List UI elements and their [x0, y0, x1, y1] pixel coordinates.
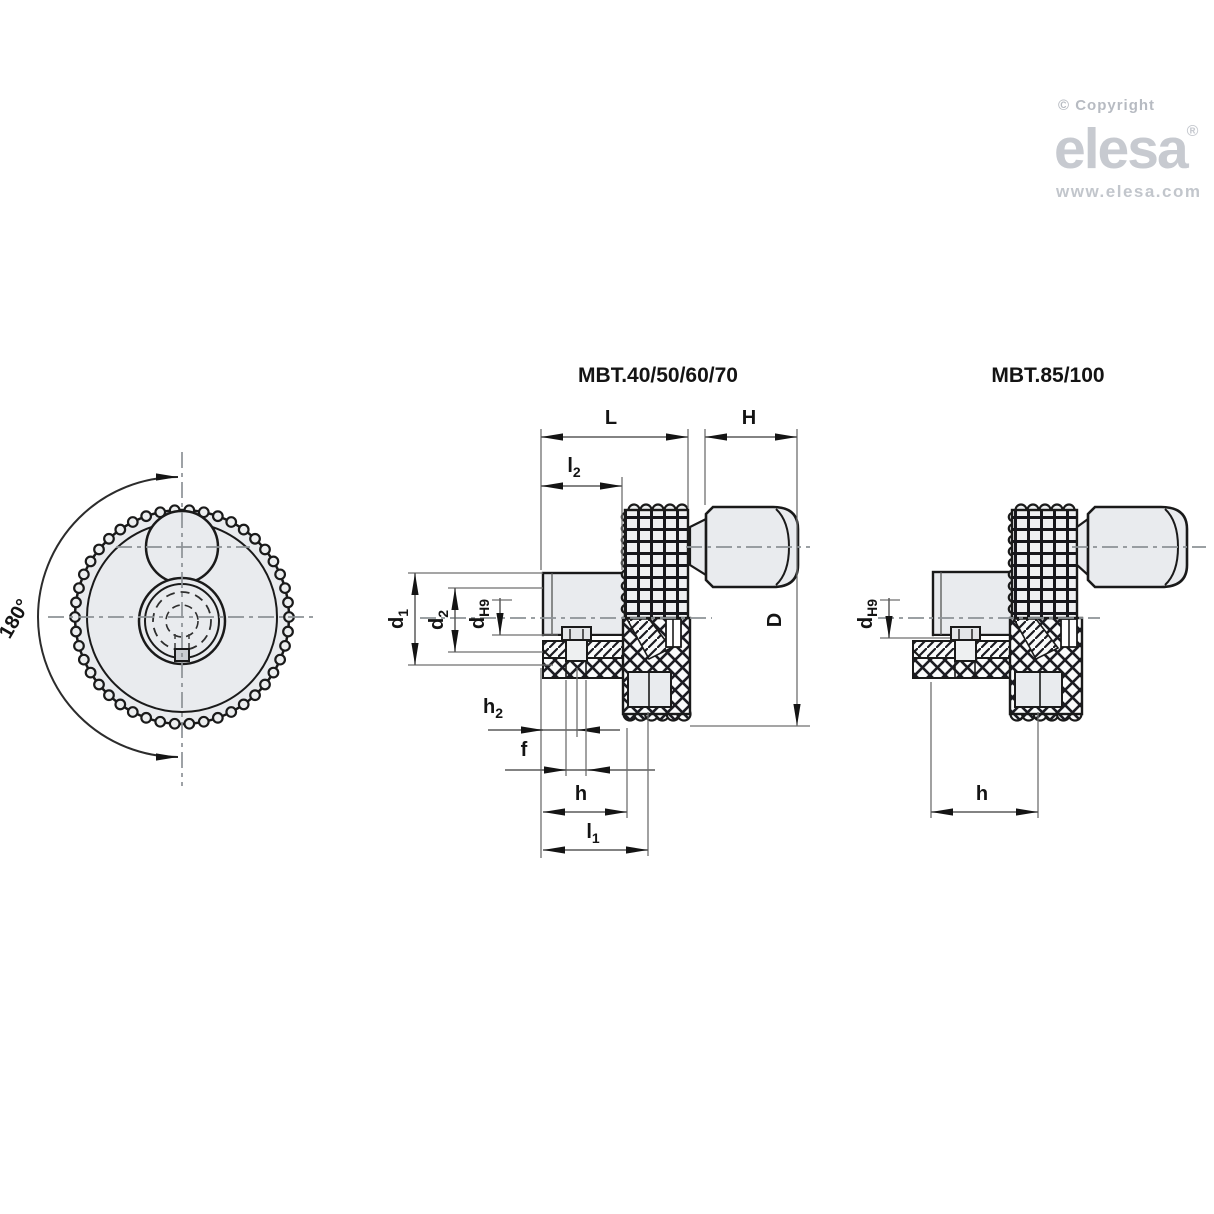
- dim-label-h: h: [976, 783, 988, 805]
- dim-label-d2: d2: [426, 610, 451, 630]
- dim-label-h: h: [575, 783, 587, 805]
- view-title-large: MBT.85/100: [991, 364, 1104, 387]
- elesa-logo: elesa®: [1054, 117, 1199, 181]
- dim-label-f: f: [521, 739, 528, 761]
- front-view: 180°: [0, 452, 318, 786]
- set-screw-body: [565, 639, 588, 662]
- view-title-small: MBT.40/50/60/70: [578, 364, 738, 387]
- section-view-small: MBT.40/50/60/70: [386, 364, 810, 858]
- hub-body: [931, 570, 1014, 637]
- set-screw-socket: [569, 629, 584, 639]
- branding: © Copyright elesa® www.elesa.com: [1054, 97, 1201, 201]
- dim-label-H: H: [742, 407, 756, 429]
- dim-label-L: L: [605, 407, 617, 429]
- knurled-rim: [1010, 508, 1079, 620]
- registered-mark: ®: [1187, 123, 1199, 140]
- rotation-arc-180: [37, 473, 179, 761]
- knurled-rim: [623, 508, 690, 620]
- dim-label-D: D: [764, 613, 786, 627]
- angle-label: 180°: [0, 596, 35, 643]
- dim-label-d1: d1: [386, 609, 411, 629]
- hub-body: [541, 571, 627, 637]
- copyright-text: © Copyright: [1058, 97, 1155, 114]
- insert-chamfer: [542, 649, 552, 659]
- set-screw-socket: [958, 629, 973, 639]
- dim-label-h2: h2: [483, 696, 503, 721]
- pilot-hole-hidden-circle: [165, 604, 199, 638]
- dim-label-dH9: dH9: [855, 599, 880, 629]
- dim-label-dH9: dH9: [467, 599, 492, 629]
- dim-label-l2: l2: [567, 455, 581, 480]
- set-screw-head: [561, 626, 592, 641]
- set-screw-body: [954, 639, 977, 662]
- website-text: www.elesa.com: [1055, 182, 1201, 201]
- insert-chamfer: [912, 649, 922, 659]
- set-screw-head: [950, 626, 981, 641]
- rim-recess: [1014, 671, 1063, 708]
- dim-label-l1: l1: [586, 821, 600, 846]
- section-view-large: MBT.85/100 dH9 h: [855, 364, 1206, 818]
